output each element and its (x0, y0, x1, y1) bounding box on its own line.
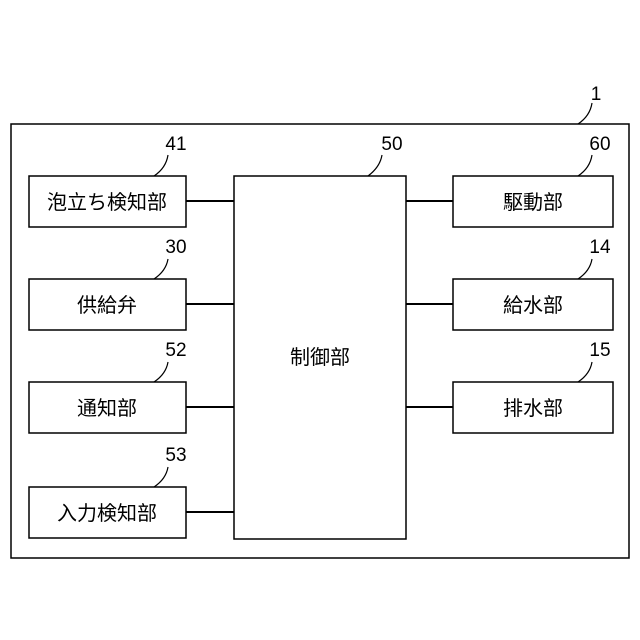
label-notification: 通知部 (77, 396, 137, 420)
ref-water-supply: 14 (589, 237, 611, 258)
ref-foam-detector: 41 (165, 134, 186, 155)
label-water-supply: 給水部 (503, 293, 563, 317)
ref-input-detector: 53 (165, 445, 186, 466)
label-foam-detector: 泡立ち検知部 (47, 190, 167, 214)
label-supply-valve: 供給弁 (77, 293, 137, 317)
ref-drainage: 15 (589, 340, 610, 361)
ref-supply-valve: 30 (165, 237, 186, 258)
label-drainage: 排水部 (503, 396, 563, 420)
label-drive: 駆動部 (503, 190, 563, 214)
controller-label: 制御部 (290, 345, 350, 369)
controller-ref-number: 50 (381, 134, 402, 155)
label-input-detector: 入力検知部 (57, 501, 157, 525)
ref-drive: 60 (589, 134, 610, 155)
ref-notification: 52 (165, 340, 186, 361)
system-ref-leader (578, 103, 592, 124)
system-ref-number: 1 (591, 84, 602, 105)
